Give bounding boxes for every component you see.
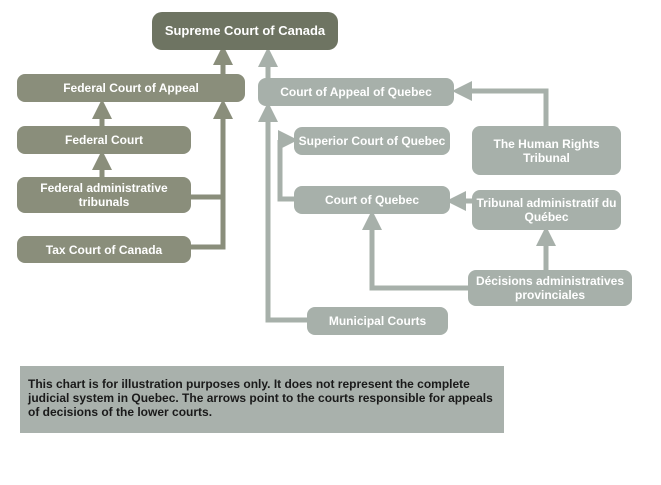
arrow-qc-court-to-qc-appeal (277, 140, 294, 202)
disclaimer-note: This chart is for illustration purposes … (20, 366, 504, 433)
node-federal-court-of-appeal: Federal Court of Appeal (17, 74, 245, 102)
node-court-of-quebec: Court of Quebec (294, 186, 450, 214)
node-tax-court-of-canada: Tax Court of Canada (17, 236, 191, 263)
node-human-rights-tribunal: The Human Rights Tribunal (472, 126, 621, 175)
arrow-decisions-to-qc-court (362, 210, 468, 291)
node-federal-administrative-tribunals: Federal administrative tribunals (17, 177, 191, 213)
node-supreme-court: Supreme Court of Canada (152, 12, 338, 50)
node-superior-court-of-quebec: Superior Court of Quebec (294, 127, 450, 155)
node-tribunal-administratif-du-quebec: Tribunal administratif du Québec (472, 190, 621, 230)
node-municipal-courts: Municipal Courts (307, 307, 448, 335)
node-federal-court: Federal Court (17, 126, 191, 154)
line-tax-court-to-fed-appeal (190, 197, 226, 250)
node-decisions-administratives-provinciales: Décisions administratives provinciales (468, 270, 632, 306)
node-court-of-appeal-of-quebec: Court of Appeal of Quebec (258, 78, 454, 106)
arrow-fed-admin-to-fed-appeal (190, 99, 233, 200)
arrow-municipal-to-qc-appeal (258, 102, 308, 323)
arrow-human-rights-to-qc-appeal (452, 81, 549, 126)
